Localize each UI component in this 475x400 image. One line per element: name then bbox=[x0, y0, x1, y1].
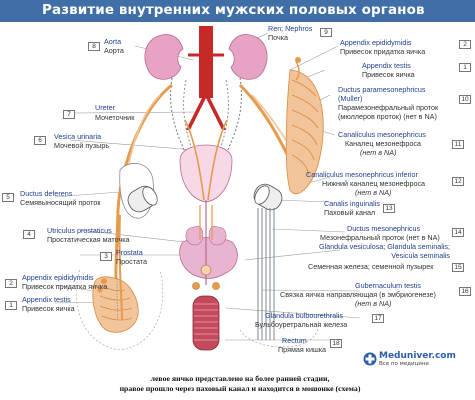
inguinal-canal-right bbox=[253, 183, 283, 211]
label-russian: Почка bbox=[268, 33, 289, 42]
label-russian: Привесок придатка яичка bbox=[340, 47, 426, 56]
label-latin: Gubernaculum testis bbox=[355, 281, 421, 290]
label-number: 4 bbox=[23, 230, 35, 239]
label-number: 13 bbox=[383, 204, 395, 213]
figure-caption: левое яичко представлено на более ранней… bbox=[60, 374, 420, 394]
label-number: 5 bbox=[2, 193, 14, 202]
caption-line-2: правое прошло через паховый канал и нахо… bbox=[119, 384, 361, 393]
label-note: (нет в NA) bbox=[355, 299, 392, 308]
label-russian: Нижний каналец мезонефроса bbox=[322, 179, 426, 188]
caption-line-1: левое яичко представлено на более ранней… bbox=[150, 374, 330, 383]
label-russian: Аорта bbox=[104, 46, 124, 55]
label-note: (нет в NA) bbox=[360, 148, 397, 157]
mesonephric-duct-right bbox=[238, 83, 292, 161]
label-russian: Прямая кишка bbox=[278, 345, 327, 354]
label-number: 9 bbox=[320, 28, 332, 37]
label-latin: Appendix testis bbox=[362, 61, 411, 70]
label-number: 10 bbox=[459, 95, 471, 104]
brand-name: Meduniver.com bbox=[379, 351, 456, 361]
kidney-right-shape bbox=[228, 34, 268, 80]
label-number: 6 bbox=[34, 136, 46, 145]
label-russian: Паховый канал bbox=[324, 208, 376, 217]
label-number: 11 bbox=[452, 140, 464, 149]
label-number: 17 bbox=[372, 314, 384, 323]
label-latin: Canalis inguinalis bbox=[324, 199, 380, 208]
label-russian: Мезонефральный проток (нет в NA) bbox=[320, 233, 440, 242]
label-russian: Семенная железа; семенной пузырек bbox=[308, 262, 434, 271]
bladder-shape bbox=[179, 144, 233, 203]
label-latin: Appendix testis bbox=[22, 295, 71, 304]
label-number: 1 bbox=[459, 63, 471, 72]
label-latin: Ren; Nephros bbox=[268, 24, 313, 33]
label-number: 3 bbox=[100, 252, 112, 261]
testis-left-shape bbox=[92, 276, 139, 333]
label-number: 7 bbox=[63, 110, 75, 119]
label-number: 18 bbox=[330, 339, 342, 348]
label-russian: Мочевой пузырь bbox=[54, 141, 110, 150]
aorta-shape bbox=[199, 26, 213, 98]
label-latin: Ductus paramesonephricus (Muller) bbox=[338, 85, 426, 103]
label-latin: Aorta bbox=[104, 37, 122, 46]
label-latin: Ductus deferens bbox=[20, 189, 73, 198]
medical-cross-icon bbox=[363, 352, 377, 366]
label-latin: Canaliculus mesonephricus inferior bbox=[306, 170, 418, 179]
label-number: 2 bbox=[5, 279, 17, 288]
label-latin: Canaliculus mesonephricus bbox=[338, 130, 426, 139]
label-number: 14 bbox=[452, 228, 464, 237]
label-latin: Appendix epididymidis bbox=[340, 38, 412, 47]
rectum-shape bbox=[192, 295, 220, 351]
label-number: 8 bbox=[88, 42, 100, 51]
label-russian: Бульбоуретральная железа bbox=[255, 320, 348, 329]
label-russian: Связка яичка направляющая (в эмбриогенез… bbox=[280, 290, 436, 299]
label-russian: Простата bbox=[116, 257, 148, 266]
brand-tagline: Все по медицине bbox=[379, 361, 429, 367]
label-latin: Prostata bbox=[116, 248, 143, 257]
label-russian: Парамезонефральный проток (мюллеров прот… bbox=[338, 103, 439, 121]
label-number: 1 bbox=[5, 301, 17, 310]
label-latin: Ureter bbox=[95, 103, 115, 112]
label-latin: Appendix epididymidis bbox=[22, 273, 94, 282]
label-russian: Привесок придатка яичка bbox=[22, 282, 108, 291]
inguinal-canal-left bbox=[127, 185, 158, 213]
label-latin: Glandula vesiculosa; Glandula seminalis;… bbox=[318, 242, 450, 260]
label-latin: Rectum bbox=[282, 336, 307, 345]
label-russian: Привесок яичка bbox=[362, 70, 415, 79]
label-latin: Utriculus prostaticus bbox=[47, 226, 112, 235]
label-latin: Vesica urinaria bbox=[54, 132, 102, 141]
label-russian: Простатическая маточка bbox=[47, 235, 130, 244]
label-russian: Семявыносящий проток bbox=[20, 198, 101, 207]
label-latin: Ductus mesonephricus bbox=[347, 224, 421, 233]
label-latin: Glandula bulbourethralis bbox=[265, 311, 343, 320]
label-russian: Привесок яичка bbox=[22, 304, 75, 313]
kidney-left-shape bbox=[144, 34, 184, 80]
page-title: Развитие внутренних мужских половых орга… bbox=[42, 2, 425, 18]
label-note: (нет в NA) bbox=[355, 188, 392, 197]
label-number: 2 bbox=[459, 40, 471, 49]
label-number: 16 bbox=[459, 287, 471, 296]
mesonephros-right bbox=[285, 69, 324, 195]
label-number: 15 bbox=[452, 263, 464, 272]
label-russian: Каналец мезонефроса bbox=[345, 139, 421, 148]
label-number: 12 bbox=[452, 177, 464, 186]
label-russian: Мочеточник bbox=[95, 113, 135, 122]
header-bar: Развитие внутренних мужских половых орга… bbox=[0, 0, 475, 22]
